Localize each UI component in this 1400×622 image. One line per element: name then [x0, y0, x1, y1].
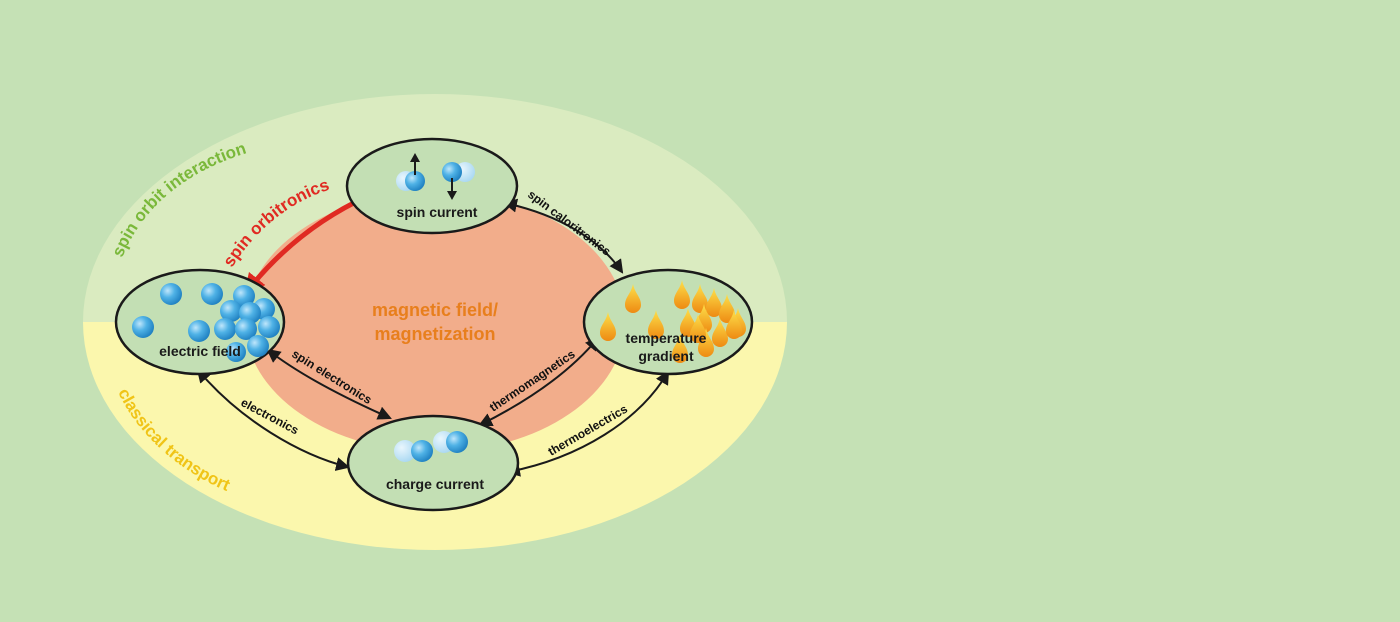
electron-sphere-icon: [201, 283, 223, 305]
edges: [196, 198, 670, 477]
flames-group: [600, 280, 746, 363]
electron-sphere-icon: [220, 300, 242, 322]
node-temperature-gradient: temperature gradient: [582, 268, 754, 376]
flame-icon: [648, 310, 664, 339]
flame-icon: [698, 328, 714, 357]
electron-sphere-icon: [214, 318, 236, 340]
node-charge-current: charge current: [346, 414, 520, 512]
flame-icon: [712, 318, 728, 347]
electron-sphere-icon: [160, 283, 182, 305]
flame-icon: [706, 288, 722, 317]
charge-current-ellipse: [346, 414, 520, 512]
node-electric-field: electric field: [114, 268, 286, 376]
temperature-gradient-label-line1: temperature: [626, 330, 707, 346]
arrow-spin-caloritronics: [502, 198, 624, 274]
electron-sphere-icon: [247, 335, 269, 357]
electron-sphere-icon: [188, 320, 210, 342]
electron-sphere-icon: [258, 316, 280, 338]
flame-icon: [719, 294, 735, 323]
node-spin-current: spin current: [345, 137, 519, 235]
arrow-thermoelectrics: [505, 370, 670, 477]
electric-field-label: electric field: [159, 343, 241, 359]
electron-sphere-icon: [405, 171, 425, 191]
charge-current-label: charge current: [386, 476, 484, 492]
flame-icon: [674, 280, 690, 309]
flame-icon: [672, 334, 688, 363]
electron-sphere-icon: [226, 342, 246, 362]
electron-sphere-icon: [233, 285, 255, 307]
spin-arrow-down-icon: [447, 191, 457, 200]
electron-sphere-icon: [235, 318, 257, 340]
flame-icon: [625, 284, 641, 313]
flame-icon: [600, 312, 616, 341]
spin-arrow-up-icon: [410, 153, 420, 162]
spin-current-label: spin current: [397, 204, 478, 220]
spin-current-ellipse: [345, 137, 519, 235]
electron-sphere-icon: [132, 316, 154, 338]
center-label-line1: magnetic field/: [372, 300, 498, 320]
electron-sphere-icon: [411, 440, 433, 462]
center-label-line2: magnetization: [374, 324, 495, 344]
arrow-electronics: [196, 368, 351, 471]
electron-sphere-icon: [446, 431, 468, 453]
temperature-gradient-label-line2: gradient: [638, 348, 694, 364]
flame-icon: [726, 310, 742, 339]
flame-icon: [690, 314, 706, 343]
electron-sphere-icon: [394, 440, 416, 462]
electron-sphere-icon: [442, 162, 462, 182]
